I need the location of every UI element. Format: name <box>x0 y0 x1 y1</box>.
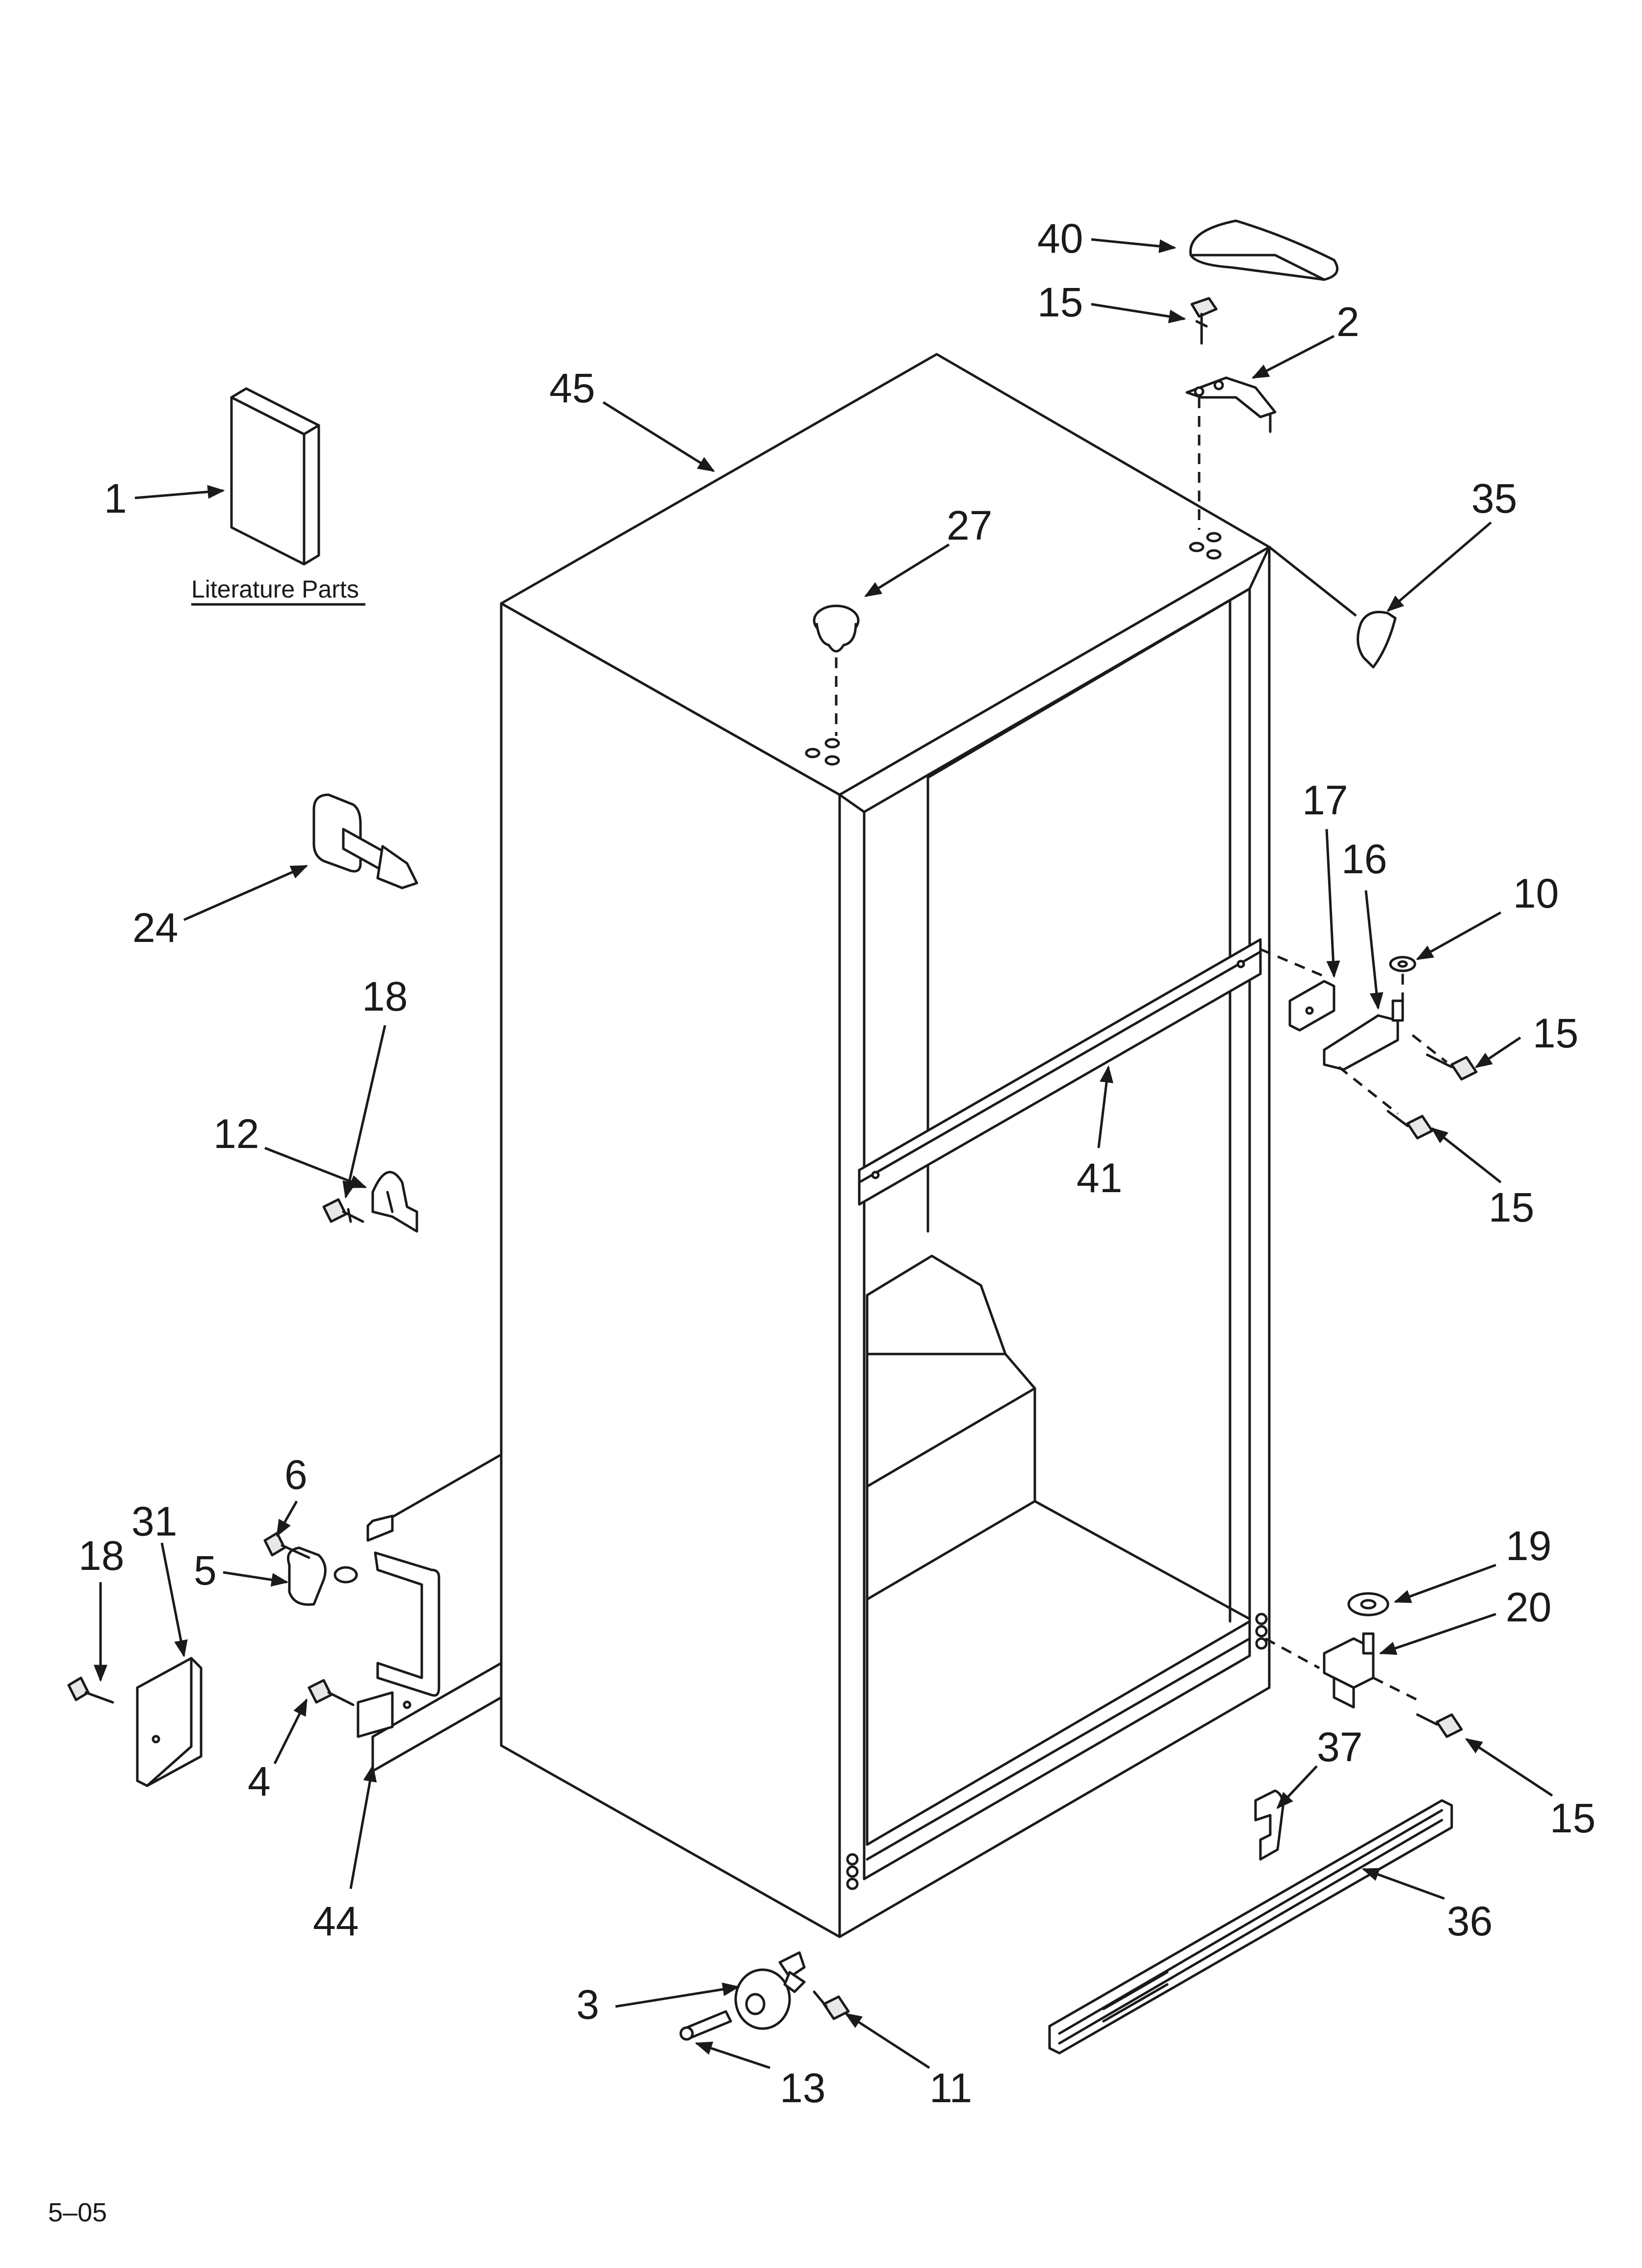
callout-45: 45 <box>549 365 595 411</box>
screw-part-18-lower <box>67 1676 114 1704</box>
cabinet-side-face <box>500 602 841 1938</box>
roller-part-3 <box>734 1951 806 2030</box>
trim-end-part-35 <box>1357 611 1397 669</box>
plug-button-part-27 <box>813 604 860 652</box>
clamp-part-5 <box>287 1546 358 1606</box>
callout-41: 41 <box>1077 1155 1122 1201</box>
screw-part-4 <box>308 1679 355 1706</box>
callout-31: 31 <box>131 1498 177 1544</box>
frame-screw-holes <box>846 1613 1268 1890</box>
axle-part-13 <box>679 2010 732 2041</box>
callout-4: 4 <box>248 1758 271 1804</box>
callout-24: 24 <box>132 905 178 951</box>
washer-part-10 <box>1389 956 1416 972</box>
callout-17: 17 <box>1302 777 1348 823</box>
callout-3: 3 <box>576 1981 599 2028</box>
callout-16: 16 <box>1341 836 1387 882</box>
callout-15-lower: 15 <box>1550 1795 1595 1841</box>
callout-11: 11 <box>929 2065 972 2111</box>
literature-booklet-part-1 <box>230 387 320 566</box>
liner-evaporator-cover <box>866 1254 1036 1601</box>
clip-part-12 <box>371 1171 418 1233</box>
screw-part-15-top <box>1190 297 1218 345</box>
callout-36: 36 <box>1447 1898 1492 1944</box>
divider-bar-part-41 <box>858 938 1262 1206</box>
clip-part-37 <box>1254 1789 1284 1861</box>
top-hinge-part-2 <box>1185 376 1277 433</box>
callout-2: 2 <box>1336 299 1360 345</box>
refrigerator-cabinet <box>371 353 1271 1938</box>
washer-part-19 <box>1347 1592 1389 1616</box>
callout-12: 12 <box>213 1111 259 1157</box>
callout-18-lower: 18 <box>78 1533 124 1579</box>
callout-20: 20 <box>1506 1584 1551 1630</box>
cabinet-top-holes <box>805 532 1222 766</box>
hinge-part-16 <box>1323 999 1404 1071</box>
callout-5: 5 <box>194 1547 217 1593</box>
callout-labels: 40 15 2 45 1 27 35 17 16 10 15 15 41 24 … <box>78 215 1595 2111</box>
screw-part-6 <box>263 1532 310 1559</box>
leader-lines <box>94 238 1553 2069</box>
callout-18-upper: 18 <box>362 973 408 1019</box>
screw-part-18-upper <box>322 1198 364 1223</box>
grille-slots <box>1102 1971 1169 2023</box>
hinge-cover-part-40 <box>1189 219 1339 281</box>
screw-part-15-lower <box>1416 1713 1463 1738</box>
callout-6: 6 <box>284 1452 308 1498</box>
callout-19: 19 <box>1506 1523 1551 1569</box>
bracket-part-17 <box>1288 980 1335 1032</box>
screw-part-15-right-a <box>1426 1053 1478 1081</box>
callout-44: 44 <box>313 1898 359 1944</box>
footer-code: 5–05 <box>48 2198 107 2227</box>
callout-35: 35 <box>1471 475 1517 521</box>
shaft-part-24 <box>312 793 418 889</box>
callout-10: 10 <box>1513 870 1559 916</box>
callout-13: 13 <box>780 2065 825 2111</box>
cover-part-31 <box>136 1657 203 1787</box>
screw-part-11 <box>813 1990 850 2020</box>
callout-1: 1 <box>104 475 127 521</box>
base-grille-part-36 <box>1048 1799 1453 2055</box>
callout-37: 37 <box>1317 1724 1362 1770</box>
callout-40: 40 <box>1037 215 1083 261</box>
callout-15-right-b: 15 <box>1488 1184 1534 1230</box>
hinge-pin-part-20 <box>1323 1632 1375 1709</box>
cabinet-front-opening <box>863 587 1251 1880</box>
screw-part-15-right-b <box>1386 1110 1434 1140</box>
bottom-hinge-part-44 <box>357 1514 440 1738</box>
callout-27: 27 <box>947 502 992 548</box>
callout-15-right-a: 15 <box>1533 1010 1578 1056</box>
callout-15-top: 15 <box>1037 279 1083 325</box>
literature-parts-label: Literature Parts <box>191 575 359 603</box>
